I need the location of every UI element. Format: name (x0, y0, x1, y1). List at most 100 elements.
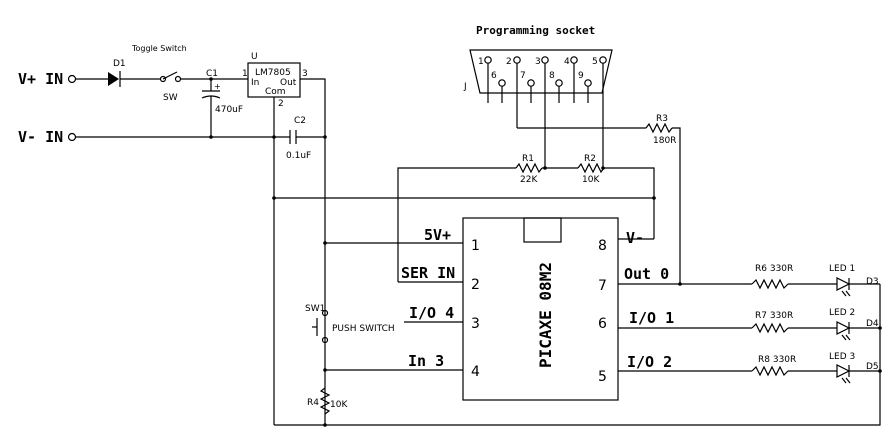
chip-num-6: 6 (598, 316, 607, 332)
led1-label: LED 1 (829, 264, 855, 274)
socket-pin-7 (527, 79, 535, 87)
r3-value: 180R (653, 136, 676, 146)
junction-vminus (272, 135, 276, 139)
chip-num-7: 7 (598, 278, 607, 294)
led1-ref: D3 (866, 277, 879, 287)
junction-led3-gnd (878, 369, 882, 373)
led-3 (836, 364, 851, 384)
junction-r1 (543, 166, 547, 170)
regulator-part: LM7805 (255, 68, 291, 78)
capacitor-c1: + (201, 79, 221, 137)
led2-label: LED 2 (829, 308, 855, 318)
toggle-switch (159, 71, 182, 83)
junction-led2-gnd (878, 326, 882, 330)
socket-label-4: 4 (564, 57, 570, 67)
socket-pin-3 (541, 56, 549, 64)
resistor-r1 (515, 162, 543, 174)
resistor-r3 (645, 122, 673, 134)
resistor-r6 (751, 278, 789, 290)
chip-label-pin4: In 3 (408, 352, 444, 370)
r3-ref: R3 (656, 114, 668, 124)
socket-label-1: 1 (478, 57, 484, 67)
chip-num-3: 3 (471, 316, 480, 332)
socket-pin-6 (498, 79, 506, 87)
resistor-r4 (319, 387, 331, 415)
socket-pin-5 (599, 56, 607, 64)
junction-pin4 (323, 368, 327, 372)
socket-label-3: 3 (535, 57, 541, 67)
r2-value: 10K (582, 175, 600, 185)
junction-ground-bus (272, 196, 276, 200)
socket-ref: J (463, 82, 467, 92)
socket-pin-8 (555, 79, 563, 87)
r1-value: 22K (520, 175, 538, 185)
junction-pin1 (323, 241, 327, 245)
regulator-pin-com: Com (265, 87, 286, 97)
chip-name: PICAXE 08M2 (536, 262, 555, 368)
r7-label: R7 330R (755, 311, 793, 321)
socket-pin-1 (484, 56, 492, 64)
wire-r2-ground (604, 167, 655, 239)
vminus-terminal (67, 132, 77, 142)
diode-d1-ref: D1 (113, 59, 126, 69)
c2-ref: C2 (294, 116, 306, 126)
push-switch-label: PUSH SWITCH (332, 324, 395, 334)
junction-c1-top (209, 77, 213, 81)
socket-label-8: 8 (549, 71, 555, 81)
vminus-input-label: V- IN (18, 128, 63, 146)
junction-c2 (323, 135, 327, 139)
capacitor-c2 (289, 130, 325, 144)
chip-label-pin6: I/O 1 (629, 309, 674, 327)
socket-pin-2 (513, 56, 521, 64)
c1-ref: C1 (206, 69, 218, 79)
regulator-num-3: 3 (302, 69, 308, 79)
socket-label-7: 7 (520, 71, 526, 81)
chip-num-4: 4 (471, 364, 480, 380)
chip-label-pin8: V- (626, 229, 644, 247)
chip-label-pin2: SER IN (401, 264, 455, 282)
chip-notch (523, 217, 562, 243)
junction-r4-gnd (323, 423, 327, 427)
led-1 (836, 277, 851, 297)
sw1-ref: SW1 (305, 304, 325, 314)
vplus-input-label: V+ IN (18, 70, 63, 88)
c2-value: 0.1uF (286, 151, 311, 161)
wire-serin (397, 167, 516, 282)
junction-r2 (601, 166, 605, 170)
socket-label-2: 2 (506, 57, 512, 67)
wire-r3-out0 (672, 127, 681, 284)
push-switch-sw1 (312, 309, 329, 344)
resistor-r8 (751, 365, 789, 377)
chip-num-8: 8 (598, 238, 607, 254)
junction-ground-bus-right (652, 196, 656, 200)
chip-label-pin1: 5V+ (424, 226, 451, 244)
toggle-switch-label: Toggle Switch (131, 44, 187, 53)
db9-socket (469, 49, 613, 94)
regulator-pin-out: Out (280, 78, 297, 88)
svg-text:+: + (214, 82, 221, 91)
r1-ref: R1 (522, 154, 534, 164)
regulator-ref: U (251, 52, 258, 62)
r2-ref: R2 (584, 154, 596, 164)
socket-pin-9 (584, 79, 592, 87)
led2-ref: D4 (866, 319, 879, 329)
diode-d1 (108, 71, 121, 87)
r4-ref: R4 (307, 398, 319, 408)
socket-label-5: 5 (592, 57, 598, 67)
led3-label: LED 3 (829, 352, 855, 362)
r8-label: R8 330R (758, 355, 796, 365)
socket-pin-4 (570, 56, 578, 64)
regulator-num-2: 2 (278, 99, 284, 109)
chip-num-5: 5 (598, 369, 607, 385)
socket-label-9: 9 (578, 71, 584, 81)
regulator-num-1: 1 (242, 69, 248, 79)
r6-label: R6 330R (755, 264, 793, 274)
regulator-pin-in: In (251, 78, 259, 88)
resistor-r2 (577, 162, 605, 174)
socket-pin-stubs (487, 63, 604, 168)
c1-value: 470uF (215, 105, 243, 115)
led3-ref: D5 (866, 362, 879, 372)
led-2 (836, 321, 851, 341)
chip-num-1: 1 (471, 238, 480, 254)
